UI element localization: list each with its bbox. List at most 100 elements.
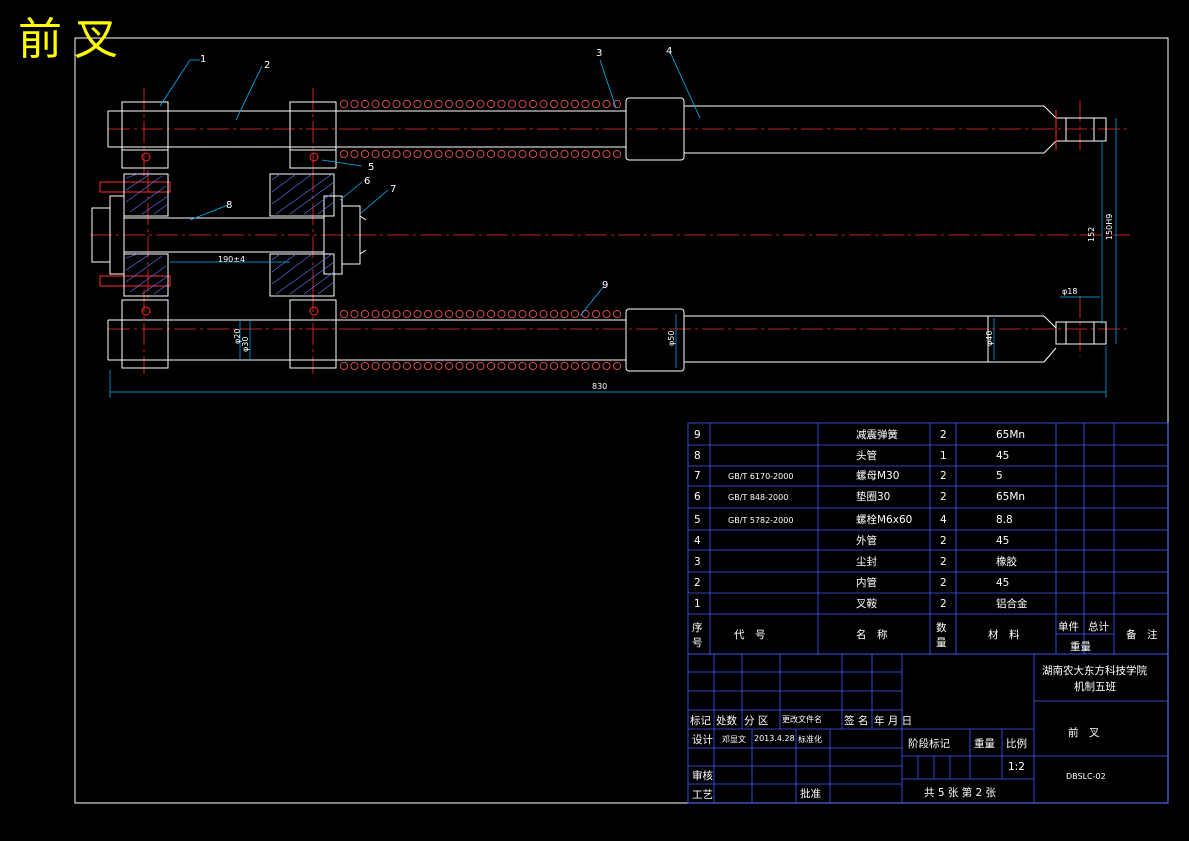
- dim-phi20: φ20: [233, 329, 242, 344]
- spring-coil: [339, 100, 348, 109]
- spring-coil: [592, 309, 601, 318]
- bom-cell-name: 外管: [856, 534, 877, 547]
- balloon-6: 6: [364, 176, 370, 187]
- spring-coil: [455, 149, 464, 158]
- balloon-8: 8: [226, 200, 232, 211]
- spring-coil: [381, 149, 390, 158]
- bom-cell-mat: 橡胶: [996, 555, 1017, 568]
- bom-cell-name: 头管: [856, 449, 877, 462]
- spring-coil: [486, 100, 495, 109]
- spring-coil: [529, 361, 538, 370]
- spring-coil: [602, 149, 611, 158]
- bom-cell-no: 7: [694, 470, 701, 482]
- spring-coil: [350, 361, 359, 370]
- bom-cell-no: 5: [694, 514, 701, 526]
- spring-coil: [571, 100, 580, 109]
- spring-coil: [507, 100, 516, 109]
- spring-coil: [423, 361, 432, 370]
- bom-cell-name: 叉鞍: [856, 597, 877, 610]
- rev-header-4: 签 名: [844, 714, 868, 727]
- spring-coil: [434, 149, 443, 158]
- spring-coil: [507, 361, 516, 370]
- spring-coil: [423, 149, 432, 158]
- balloon-9: 9: [602, 280, 608, 291]
- spring-coil: [613, 361, 622, 370]
- spring-coil: [476, 100, 485, 109]
- bom-cell-qty: 2: [940, 470, 947, 482]
- lower-fork-leg: [107, 299, 1107, 372]
- dim-bolt-spacing: 190±4: [218, 255, 245, 264]
- school-line1: 湖南农大东方科技学院: [1042, 664, 1147, 677]
- spring-coil: [402, 149, 411, 158]
- dim-phi30: φ30: [241, 337, 250, 352]
- dim-spacing: 152: [1087, 227, 1096, 242]
- spring-coil: [613, 149, 622, 158]
- spring-coil: [360, 149, 369, 158]
- spring-coil: [581, 149, 590, 158]
- spring-coil: [339, 149, 348, 158]
- bom-cell-name: 尘封: [856, 555, 877, 568]
- bom-cell-no: 8: [694, 450, 701, 462]
- spring-coil: [465, 100, 474, 109]
- bom-cell-qty: 1: [940, 450, 947, 462]
- bom-cell-mat: 8.8: [996, 514, 1013, 526]
- dimension-labels: 830 152 150H9 φ50 φ40 φ18 190±4 φ20 φ30: [218, 214, 1114, 391]
- spring-coil: [592, 149, 601, 158]
- spring-coil: [602, 100, 611, 109]
- spring-coil: [434, 309, 443, 318]
- spring-coil: [371, 100, 380, 109]
- spring-coil: [392, 361, 401, 370]
- stage-label: 阶段标记: [908, 737, 950, 750]
- bom-header-note: 备 注: [1126, 628, 1158, 641]
- bom-header-name: 名 称: [856, 628, 888, 641]
- part-name: 前 叉: [1068, 726, 1100, 739]
- bom-cell-code: GB/T 6170-2000: [728, 472, 793, 481]
- section-hatching: [125, 173, 335, 295]
- dim-overall: 830: [592, 382, 607, 391]
- bom-header-mat: 材 料: [988, 628, 1020, 641]
- spring-coil: [371, 361, 380, 370]
- balloon-4: 4: [666, 46, 672, 57]
- spring-coil: [350, 149, 359, 158]
- spring-coil: [476, 361, 485, 370]
- spring-coil: [360, 100, 369, 109]
- bom-header-total: 总计: [1088, 620, 1110, 633]
- standard-label: 标准化: [798, 734, 822, 744]
- balloon-5: 5: [368, 162, 374, 173]
- spring-coil: [444, 100, 453, 109]
- spring-coil: [560, 309, 569, 318]
- spring-coil: [392, 149, 401, 158]
- spring-coil: [507, 149, 516, 158]
- spring-coil: [529, 309, 538, 318]
- bom-cell-qty: 2: [940, 429, 947, 441]
- approve-label: 批准: [800, 787, 821, 800]
- spring-coil: [571, 149, 580, 158]
- spring-coil: [339, 309, 348, 318]
- spring-coil: [581, 100, 590, 109]
- spring-coil: [444, 149, 453, 158]
- balloon-3: 3: [596, 48, 602, 59]
- balloon-7: 7: [390, 184, 396, 195]
- dim-phi40: φ40: [985, 331, 994, 346]
- spring-coil: [350, 100, 359, 109]
- spring-coil: [550, 149, 559, 158]
- bom-cell-mat: 45: [996, 535, 1009, 547]
- dim-phi18: φ18: [1062, 287, 1077, 296]
- spring-coil: [434, 100, 443, 109]
- spring-coil: [550, 309, 559, 318]
- drawing-title: 前叉: [18, 14, 130, 65]
- spring-coil: [497, 309, 506, 318]
- title-block: [687, 653, 1169, 804]
- bom-cell-qty: 2: [940, 577, 947, 589]
- spring-coil: [602, 309, 611, 318]
- spring-coil: [518, 309, 527, 318]
- bom-table: [687, 422, 1169, 655]
- process-label: 工艺: [692, 789, 713, 801]
- balloon-2: 2: [264, 60, 270, 71]
- bom-header-weight: 重量: [1070, 640, 1092, 653]
- bom-cell-name: 内管: [856, 576, 877, 589]
- spring-coil: [455, 100, 464, 109]
- spring-coil: [350, 309, 359, 318]
